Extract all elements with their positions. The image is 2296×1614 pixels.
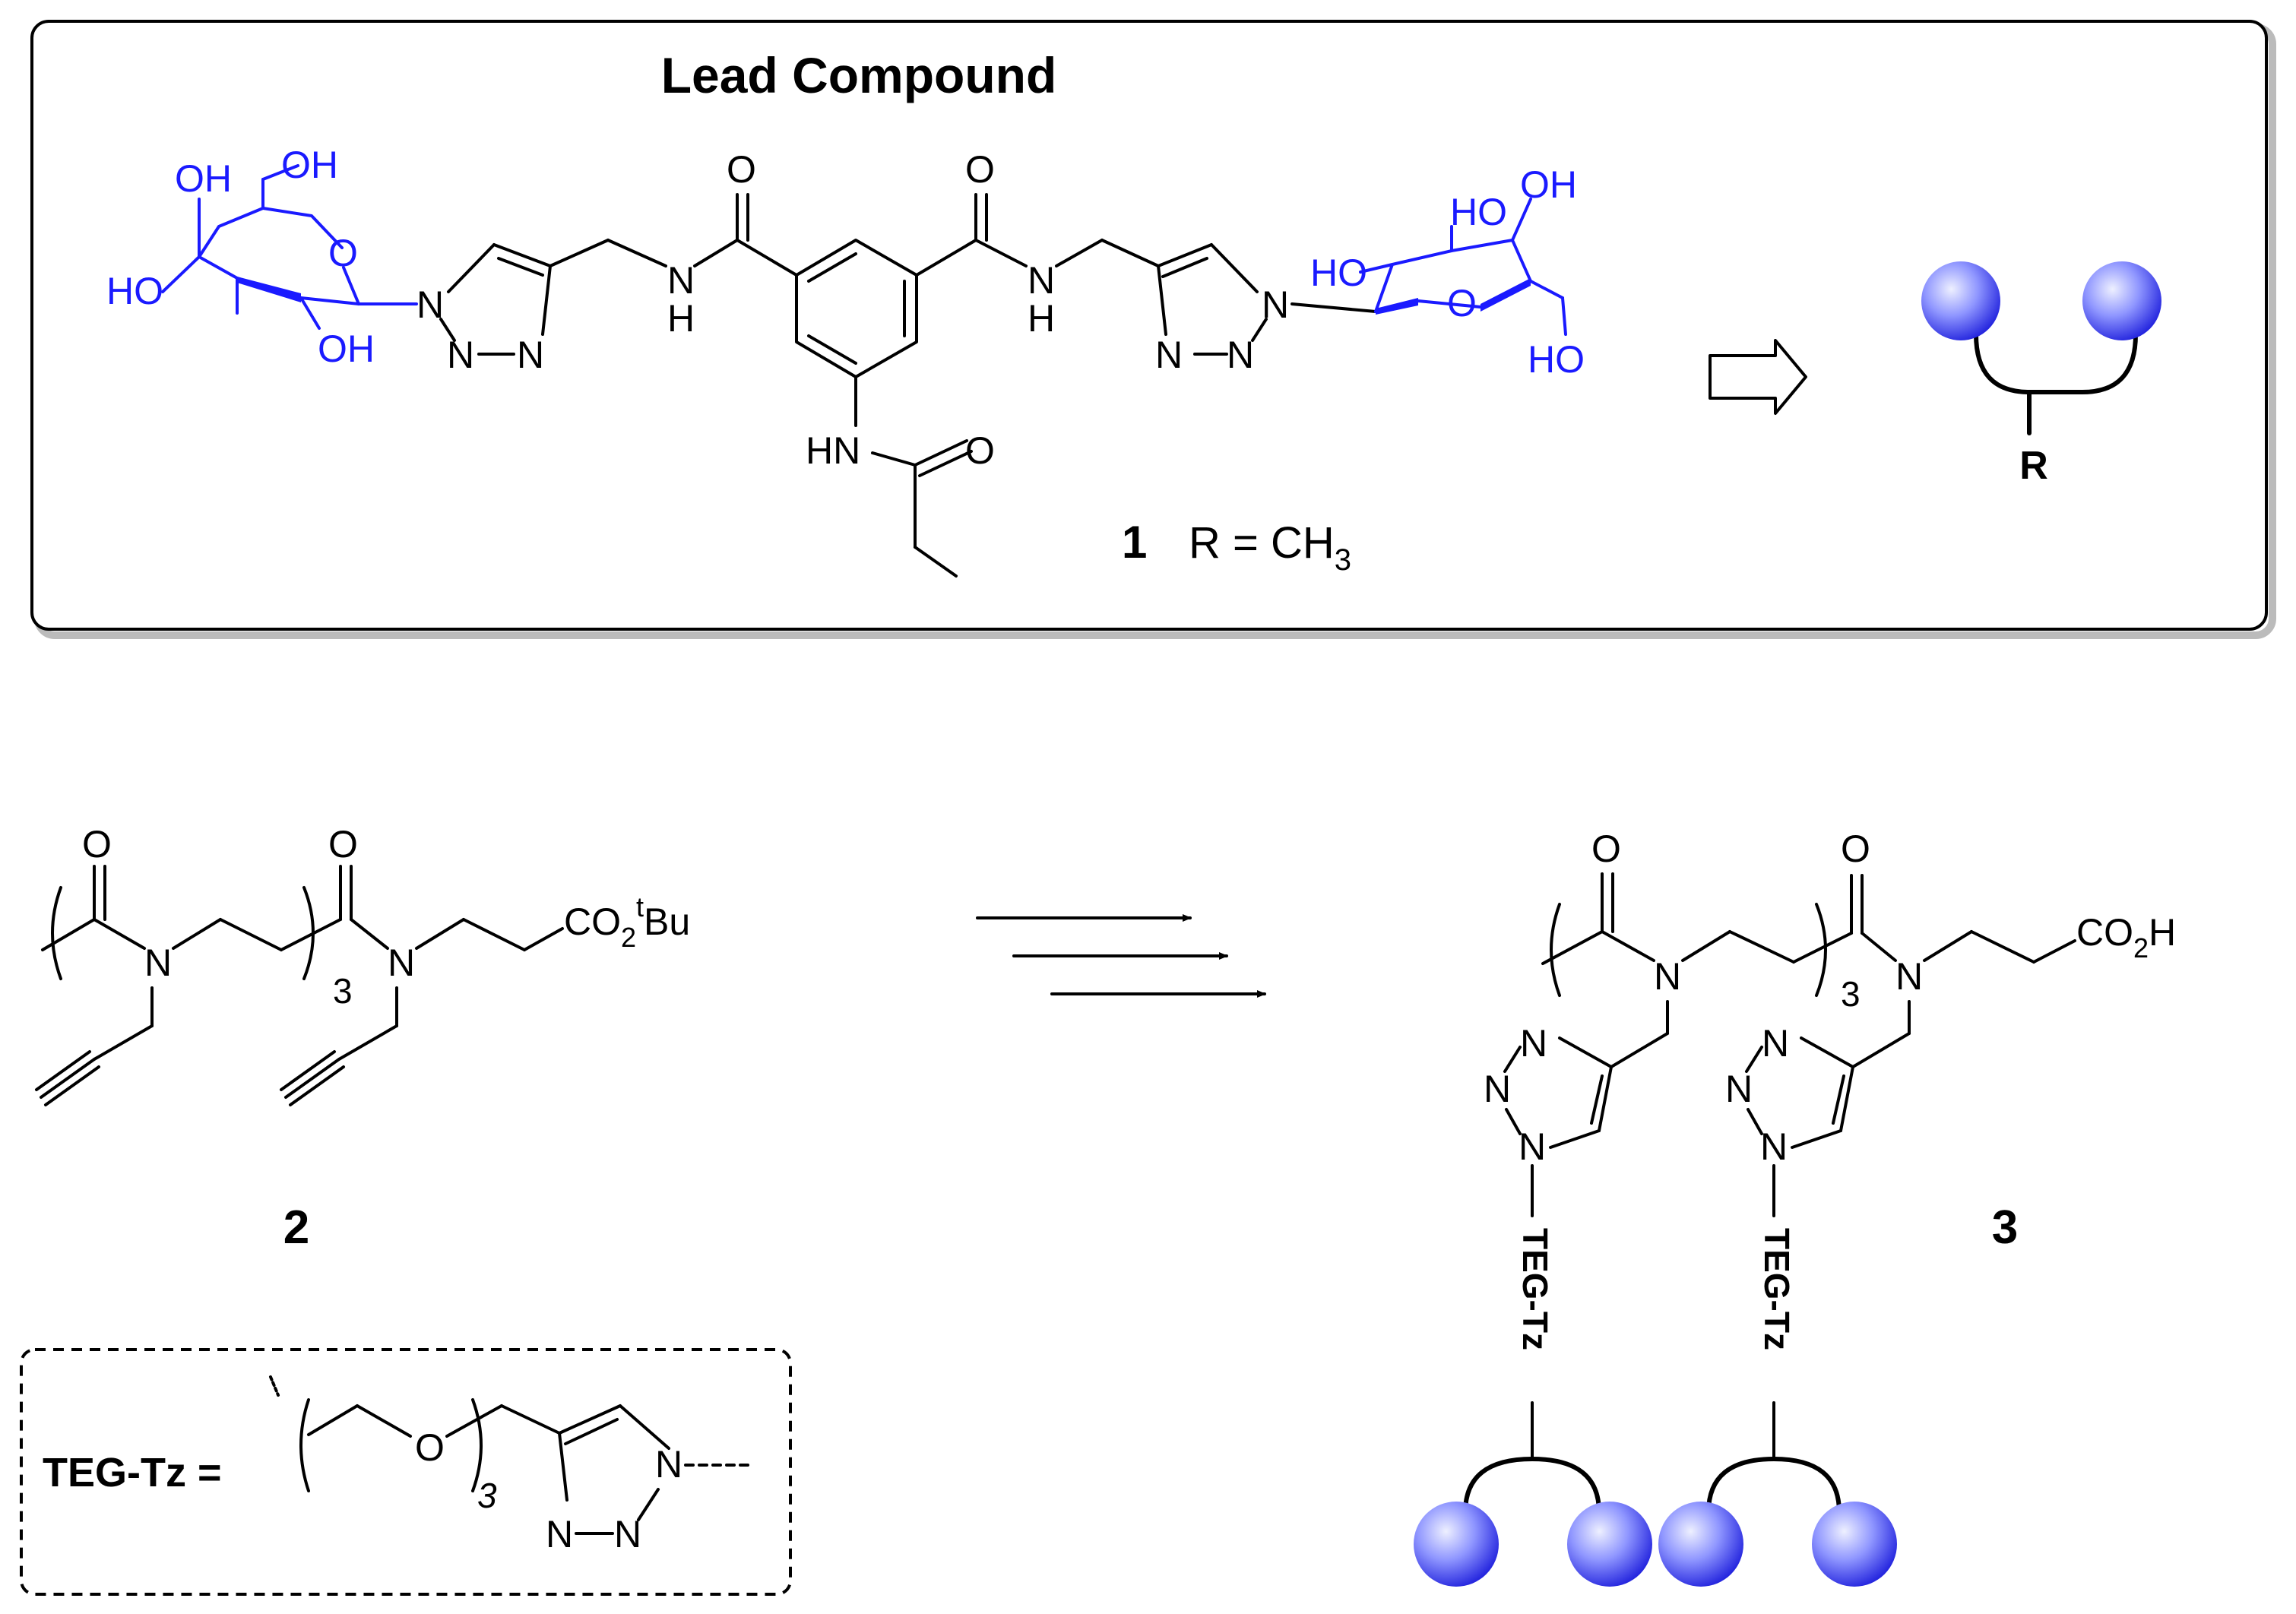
- legend-bracket-right: [471, 1398, 483, 1492]
- arm-2-triazole-n2: N: [1725, 1068, 1753, 1110]
- left-triazole-n2: N: [447, 334, 474, 376]
- acid-text: CO: [2076, 911, 2133, 954]
- arm-1-triazole-n3: N: [1520, 1022, 1547, 1065]
- right-sugar-wedge-2: [1481, 278, 1531, 312]
- repeat-bracket-left: [51, 886, 62, 980]
- compound-2-number: 2: [283, 1201, 309, 1254]
- legend-ether-oxygen: O: [415, 1426, 445, 1469]
- legend-label: TEG-Tz =: [43, 1450, 222, 1495]
- hollow-transform-arrow: [1709, 339, 1807, 415]
- right-sugar-ring: O HO HO OH HO: [1310, 163, 1585, 381]
- compound-3-number: 3: [1992, 1201, 2018, 1254]
- sugar-sphere-icon: [1658, 1502, 1743, 1587]
- left-amide-h: H: [667, 297, 695, 340]
- left-triazole: N N N: [416, 239, 667, 376]
- ester-text: CO: [564, 900, 621, 943]
- compound-3-structure: O N O 3 N CO2H N N N TEG-Tz: [1414, 828, 2176, 1587]
- left-carbonyl-o: O: [727, 148, 756, 191]
- compound-2-n-2: N: [388, 942, 415, 984]
- arm-1-triazole-n1: N: [1519, 1125, 1546, 1168]
- lead-compound-title: Lead Compound: [661, 47, 1057, 103]
- compound-2-carbonyl-o-1: O: [82, 823, 112, 866]
- divalent-scaffold-icon: R: [1921, 261, 2161, 488]
- compound-3-n-2: N: [1895, 955, 1923, 998]
- legend-triazole-n1: N: [655, 1443, 682, 1486]
- ester-subscript: 2: [621, 922, 636, 953]
- right-triazole-n1: N: [1262, 283, 1289, 326]
- right-sugar-ho-3: HO: [1450, 191, 1507, 233]
- r-definition-subscript: 3: [1335, 543, 1351, 577]
- right-triazole-n3: N: [1155, 334, 1183, 376]
- lead-box-frame: [30, 20, 2268, 631]
- sugar-sphere-icon: [2082, 261, 2161, 340]
- right-amide-n: N: [1028, 259, 1055, 302]
- aryl-amide-hn: HN: [806, 429, 860, 472]
- compound-1-number: 1: [1122, 517, 1147, 568]
- right-sugar-ho-2: HO: [1310, 252, 1367, 294]
- sugar-sphere-icon: [1921, 261, 2000, 340]
- sugar-sphere-icon: [1812, 1502, 1897, 1587]
- right-sugar-ring-oxygen: O: [1447, 282, 1477, 324]
- propionamide-carbonyl-o: O: [965, 429, 995, 472]
- legend-repeat-count: 3: [477, 1476, 497, 1515]
- legend-dashed-frame: [20, 1348, 792, 1596]
- scaffold-r-label: R: [2019, 444, 2048, 488]
- arm-2-triazole-n3: N: [1762, 1022, 1789, 1065]
- ester-suffix: Bu: [644, 900, 690, 943]
- sugar-sphere-icon: [1414, 1502, 1499, 1587]
- compound-2-structure: O N O 3 N CO2tBu 2: [35, 823, 690, 1254]
- right-carbonyl-o: O: [965, 148, 995, 191]
- right-sugar-oh-4: OH: [1520, 163, 1577, 206]
- compound-1-r-definition: R = CH3: [1189, 518, 1351, 577]
- sugar-sphere-icon: [1567, 1502, 1652, 1587]
- left-triazole-n3: N: [517, 334, 544, 376]
- acid-suffix: H: [2149, 911, 2176, 954]
- arm-1-triazole-n2: N: [1484, 1068, 1511, 1110]
- arm-2-linker-label: TEG-Tz: [1757, 1228, 1797, 1350]
- left-sugar-ring: O OH OH HO OH: [106, 144, 418, 370]
- arm-2-triazole-n1: N: [1760, 1125, 1788, 1168]
- right-triazole-n2: N: [1227, 334, 1254, 376]
- compound-3-n-1: N: [1654, 955, 1681, 998]
- compound-2-carbonyl-o-2: O: [328, 823, 358, 866]
- right-amide-h: H: [1028, 297, 1055, 340]
- right-triazole: N N N: [1155, 243, 1377, 376]
- compound-3-arm-1: N N N TEG-Tz: [1414, 1000, 1669, 1587]
- compound-3-carbonyl-o-1: O: [1591, 828, 1621, 870]
- arm-1-linker-label: TEG-Tz: [1515, 1228, 1555, 1350]
- central-benzene-core: N H O O N H HN O: [667, 148, 1160, 578]
- left-sugar-ho-3: HO: [106, 270, 163, 312]
- legend-triazole-n3: N: [546, 1513, 573, 1555]
- left-sugar-oh-2: OH: [318, 328, 375, 370]
- left-amide-n: N: [667, 259, 695, 302]
- compound-2-ester: CO2tBu: [564, 891, 690, 953]
- right-sugar-wedge-1: [1376, 298, 1418, 315]
- compound-2-n-1: N: [144, 942, 172, 984]
- lead-compound-panel: Lead Compound O OH OH HO OH N N N: [30, 20, 2276, 639]
- left-sugar-oh-6: OH: [281, 144, 338, 186]
- left-sugar-wedge: [237, 277, 301, 302]
- acid-subscript: 2: [2133, 932, 2149, 964]
- repeat-bracket-right: [1815, 903, 1827, 997]
- repeat-bracket-right: [302, 886, 315, 980]
- teg-tz-legend: TEG-Tz = O 3 N N N: [20, 1348, 792, 1596]
- left-sugar-ring-oxygen: O: [328, 232, 358, 274]
- r-definition-text: R = CH: [1189, 518, 1335, 568]
- compound-2-repeat-count: 3: [333, 971, 353, 1011]
- repeat-bracket-left: [1550, 903, 1561, 997]
- compound-3-carbonyl-o-2: O: [1841, 828, 1870, 870]
- compound-3-arm-2: N N N TEG-Tz: [1658, 1000, 1911, 1587]
- ester-superscript: t: [636, 891, 644, 923]
- multi-step-arrows: [976, 914, 1266, 998]
- legend-bracket-left: [299, 1398, 310, 1492]
- right-sugar-ho-6: HO: [1528, 338, 1585, 381]
- left-sugar-oh-4: OH: [175, 157, 232, 200]
- compound-3-repeat-count: 3: [1841, 974, 1861, 1014]
- compound-3-acid: CO2H: [2076, 911, 2176, 964]
